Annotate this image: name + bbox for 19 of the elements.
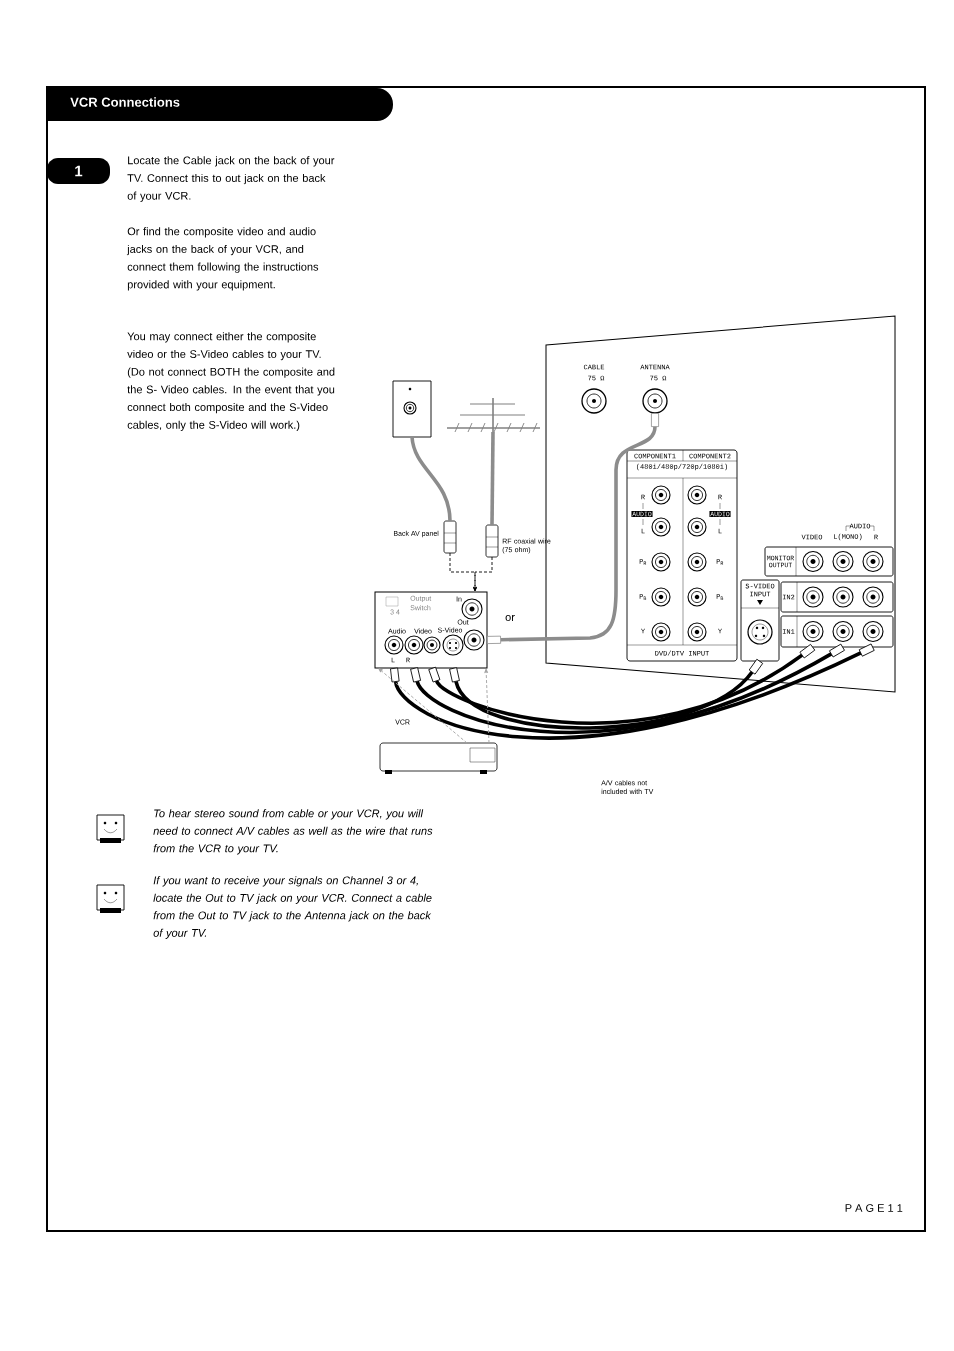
- cable: [449, 658, 764, 730]
- step-badge: 1: [47, 158, 110, 184]
- cable: [428, 643, 816, 725]
- antenna-drawing: [446, 397, 541, 433]
- instruction-text: Locate the Cable jack on the back of your TV. Connect this to out jack on the back of your VCR.: [127, 156, 335, 202]
- or-label: or: [505, 615, 515, 621]
- arrow: [484, 668, 490, 744]
- wall-plate: [392, 380, 432, 438]
- page-number: P A G E 1 1: [845, 1204, 903, 1212]
- arrow: [378, 668, 468, 744]
- cable: [486, 413, 659, 644]
- instruction-text: You may connect either the composite video or the S-Video cables to your TV. (Do not connect BOTH the composite and the S- Video cables. In the event that you connect both composite and the S-Video cables, only the S-Video will work.): [127, 332, 335, 431]
- note-text: To hear stereo sound from cable or your VCR, you will need to connect A/V cables as well as the wire that runs from the VCR to your TV.: [153, 809, 433, 855]
- cable: [410, 436, 452, 522]
- title: VCR Connections: [70, 97, 180, 107]
- instruction-text: Or find the composite video and audio jacks on the back of your VCR, and connect them following the instructions provided with your equipment.: [126, 227, 319, 291]
- cable: [490, 432, 495, 526]
- note-text: If you want to receive your signals on Channel 3 or 4, locate the Out to TV jack on your VCR. Connect a cable from the Out to TV jack to the Antenna jack on the back of your TV.: [153, 876, 432, 939]
- arrow: [473, 556, 493, 592]
